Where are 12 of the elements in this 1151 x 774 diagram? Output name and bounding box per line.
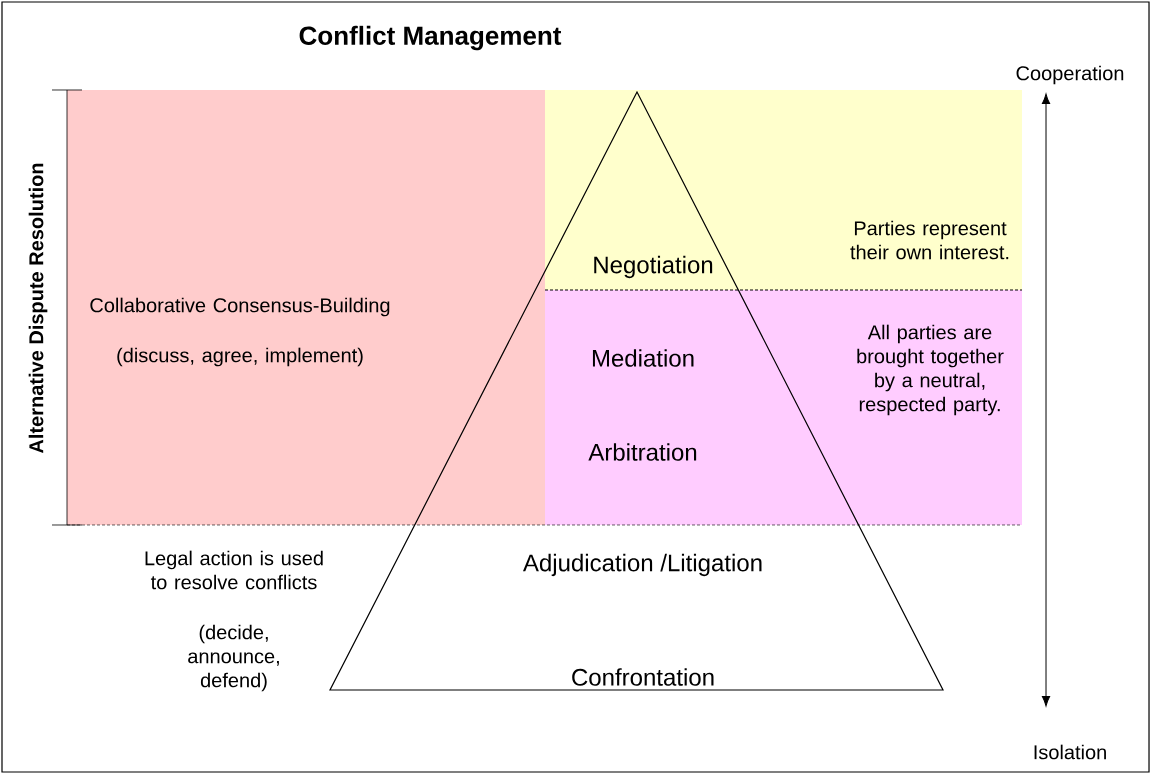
title: Conflict Management: [299, 25, 562, 51]
tier-label: Confrontation: [572, 668, 714, 686]
scale-label: Isolation: [1034, 744, 1106, 760]
scale-label: Cooperation: [1016, 65, 1124, 85]
note-text: Legal action is used to resolve conflicts: [145, 550, 323, 590]
tier-label: Adjudication /Litigation: [522, 553, 762, 577]
description-text: (discuss, agree, implement): [117, 347, 363, 367]
note-text: (decide, announce, defend): [188, 624, 279, 692]
axis-label: Alternative Dispute Resolution: [28, 163, 48, 454]
description-text: All parties are brought together by a neutral, respected party.: [857, 324, 1004, 416]
description-text: Parties represent their own interest.: [850, 220, 1009, 260]
description-text: Collaborative Consensus-Building: [90, 297, 390, 317]
